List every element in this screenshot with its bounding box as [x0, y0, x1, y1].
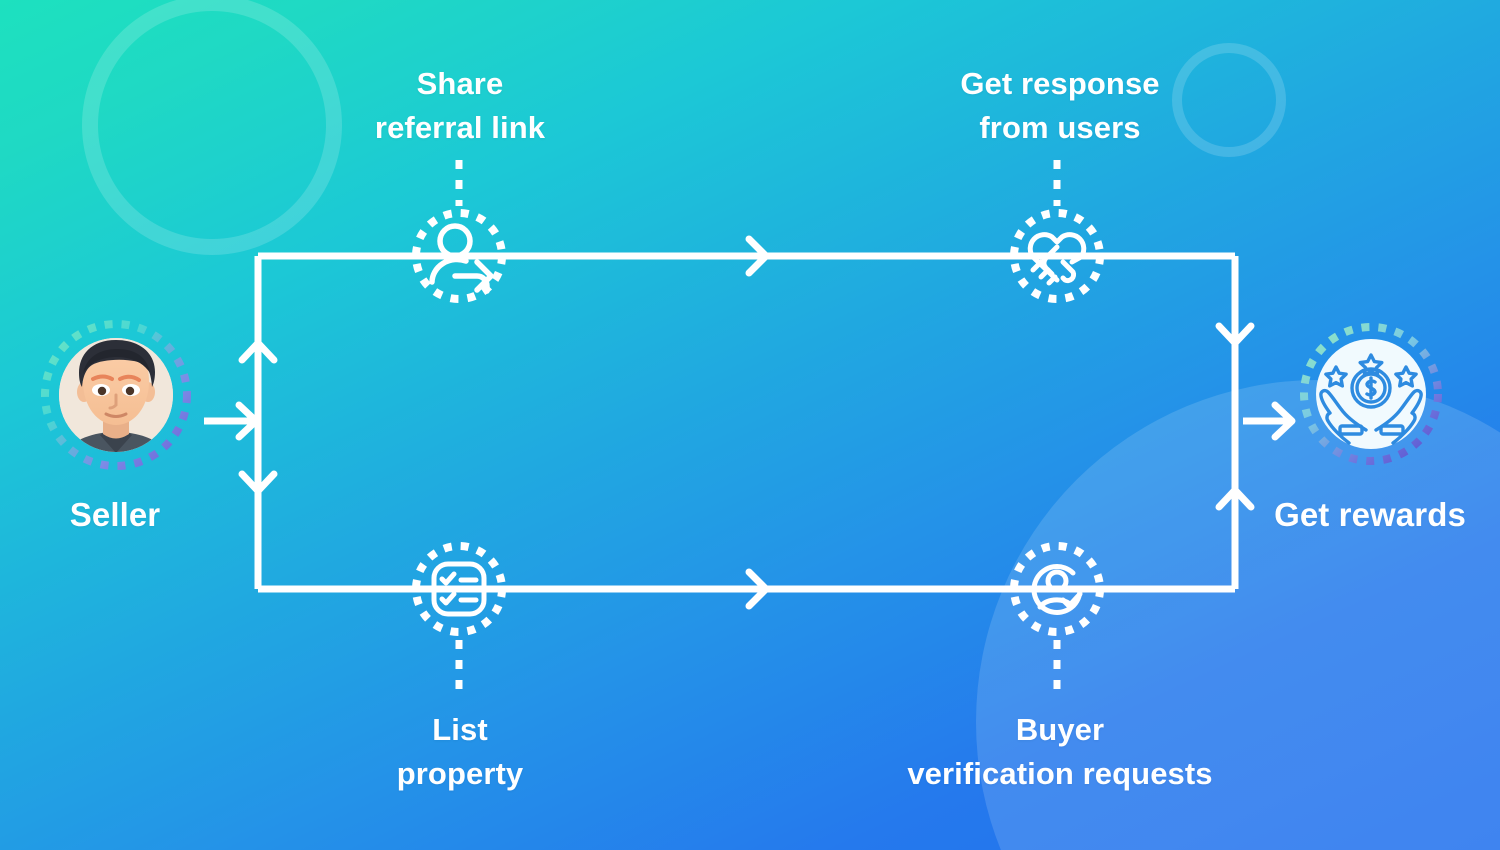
ring-share-icon [412, 209, 506, 303]
label-get-response: Get response from users [960, 66, 1160, 146]
ring-list-icon [412, 542, 506, 636]
arrowhead-seller-right [235, 401, 260, 441]
decorative-ring-small [1172, 43, 1286, 157]
checklist-icon [431, 561, 487, 617]
arrowhead-right-down [1215, 322, 1255, 347]
arrowhead-rewards [1271, 401, 1296, 441]
decorative-blob-large [976, 380, 1500, 850]
ring-buyer-icon [1010, 542, 1104, 636]
person-share-icon [429, 223, 494, 294]
avatar-photo-icon [41, 320, 191, 470]
arrowhead-left-down [238, 470, 278, 495]
arrowhead-bottom-mid [745, 568, 770, 610]
label-seller: Seller [69, 496, 161, 533]
arrowhead-top-mid [745, 235, 770, 277]
heart-handshake-icon [1027, 232, 1087, 286]
label-share-referral-link: Share referral link [374, 66, 546, 146]
hands-holding-coin-icon [1300, 323, 1442, 465]
label-get-rewards: Get rewards [1274, 496, 1466, 533]
label-list-property: List property [396, 712, 524, 792]
ring-response-icon [1010, 209, 1104, 303]
label-buyer-verification: Buyer verification requests [907, 712, 1213, 792]
user-verified-icon [1031, 564, 1083, 616]
arrowhead-left-up [238, 339, 278, 364]
decorative-ring-large [82, 0, 342, 255]
arrowhead-right-up [1215, 486, 1255, 511]
